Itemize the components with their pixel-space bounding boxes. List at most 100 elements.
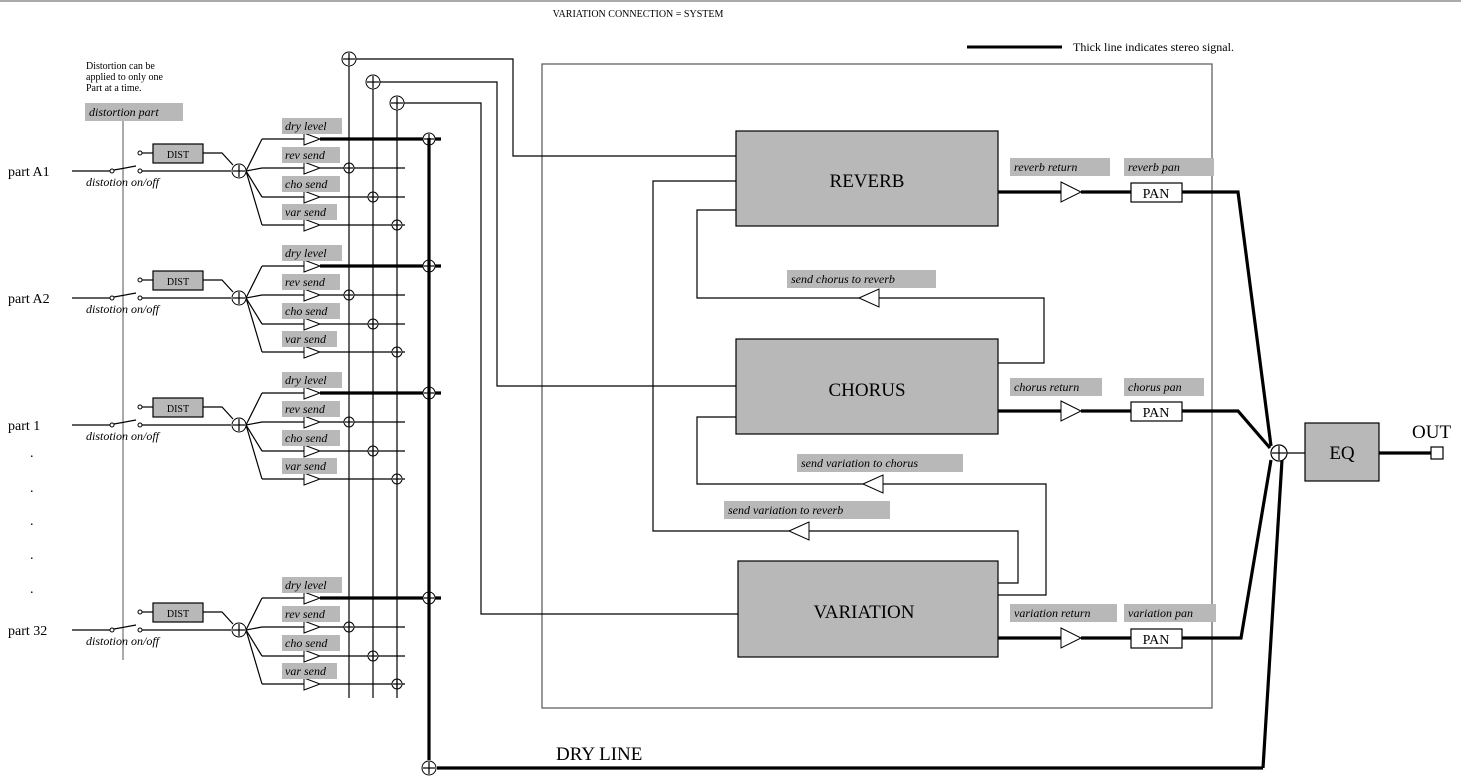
dry-line-summing-node: [421, 760, 437, 776]
out-label: OUT: [1412, 422, 1451, 443]
send-label-badge: [282, 372, 342, 388]
send-label: cho send: [285, 636, 328, 650]
reverb-bus-route: [356, 58, 736, 157]
chorus-return-label: chorus return: [1014, 380, 1079, 394]
chorus-return-amp: [1060, 400, 1083, 422]
send-label-badge: [282, 458, 337, 474]
send-variation-to-chorus-amp: [861, 474, 884, 494]
send-label-badge: [282, 606, 340, 622]
variation-return-section: variation return variation pan PAN: [998, 604, 1216, 649]
ellipsis-dot-3: .: [30, 514, 34, 529]
send-label: dry level: [285, 119, 327, 133]
diagram-title: VARIATION CONNECTION = SYSTEM: [553, 9, 724, 20]
variation-return-label: variation return: [1014, 606, 1091, 620]
send-label-badge: [282, 274, 340, 290]
variation-to-master-line: [1182, 459, 1273, 640]
chorus-to-master-line: [1182, 409, 1272, 450]
send-label: var send: [285, 459, 327, 473]
send-label: rev send: [285, 607, 326, 621]
ellipsis-dot-4: .: [30, 548, 34, 563]
distortion-switch-label: distotion on/off: [86, 175, 161, 189]
part-label: part 1: [8, 419, 40, 434]
send-label: rev send: [285, 275, 326, 289]
send-label-badge: [282, 635, 340, 651]
send-label: cho send: [285, 304, 328, 318]
reverb-return-badge: [1010, 158, 1110, 176]
reverb-bus-summing-node: [341, 51, 357, 67]
dry-line-riser: [1261, 459, 1284, 769]
reverb-block-label: REVERB: [830, 171, 905, 192]
send-label-badge: [282, 147, 340, 163]
part-label: part 32: [8, 624, 47, 639]
out-terminal: [1430, 446, 1444, 460]
reverb-pan-block-label: PAN: [1143, 187, 1170, 202]
send-chorus-to-reverb-label: send chorus to reverb: [791, 272, 895, 286]
send-label-badge: [282, 663, 337, 679]
dist-label: DIST: [167, 277, 189, 288]
send-variation-to-reverb-route: [652, 180, 1019, 584]
send-label-badge: [282, 204, 337, 220]
chorus-return-badge: [1010, 378, 1102, 396]
send-amp: [303, 132, 322, 146]
reverb-to-master-line: [1182, 190, 1273, 447]
send-amp: [303, 620, 322, 634]
send-amp: [303, 218, 322, 232]
send-amp: [303, 591, 322, 605]
reverb-return-amp: [1060, 181, 1083, 203]
send-amp: [303, 472, 322, 486]
ellipsis-dot-2: .: [30, 481, 34, 496]
send-label: rev send: [285, 402, 326, 416]
variation-pan-label: variation pan: [1128, 606, 1193, 620]
part-summing-node: [231, 622, 247, 638]
chorus-block: [735, 338, 999, 435]
reverb-block: [735, 130, 999, 227]
send-amp: [303, 649, 322, 663]
send-label: dry level: [285, 578, 327, 592]
send-variation-to-reverb-badge: [724, 501, 890, 519]
chorus-pan-block-label: PAN: [1143, 406, 1170, 421]
chorus-block-label: CHORUS: [828, 380, 905, 401]
send-amp: [303, 288, 322, 302]
eq-label: EQ: [1329, 443, 1355, 464]
send-label-badge: [282, 176, 340, 192]
send-label-badge: [282, 331, 337, 347]
send-label: var send: [285, 664, 327, 678]
variation-return-amp: [1060, 627, 1083, 649]
distortion-part-badge: [85, 103, 183, 121]
send-label: dry level: [285, 246, 327, 260]
part-summing-node: [231, 290, 247, 306]
send-amp: [303, 190, 322, 204]
send-amp: [303, 345, 322, 359]
distortion-switch-label: distotion on/off: [86, 302, 161, 316]
send-amp: [303, 444, 322, 458]
variation-bus-summing-node: [389, 95, 405, 111]
send-chorus-to-reverb-badge: [787, 270, 936, 288]
chorus-pan-label: chorus pan: [1128, 380, 1182, 394]
note-line-2: applied to only one: [86, 72, 163, 83]
reverb-pan-label: reverb pan: [1128, 160, 1180, 174]
send-label: dry level: [285, 373, 327, 387]
send-label: cho send: [285, 431, 328, 445]
chorus-bus-route: [380, 81, 736, 387]
send-label-badge: [282, 401, 340, 417]
send-label: cho send: [285, 177, 328, 191]
part-summing-node: [231, 417, 247, 433]
send-variation-to-reverb-amp: [787, 521, 810, 541]
part-summing-node: [231, 163, 247, 179]
note-line-1: Distortion can be: [86, 61, 155, 72]
send-variation-to-chorus-badge: [797, 454, 963, 472]
dist-label: DIST: [167, 609, 189, 620]
variation-pan-badge: [1124, 604, 1216, 622]
send-amp: [303, 386, 322, 400]
send-label-badge: [282, 118, 342, 134]
variation-pan-block-label: PAN: [1143, 633, 1170, 648]
dry-line-label: DRY LINE: [556, 744, 642, 765]
send-amp: [303, 677, 322, 691]
ellipsis-dot-5: .: [30, 582, 34, 597]
dist-label: DIST: [167, 404, 189, 415]
